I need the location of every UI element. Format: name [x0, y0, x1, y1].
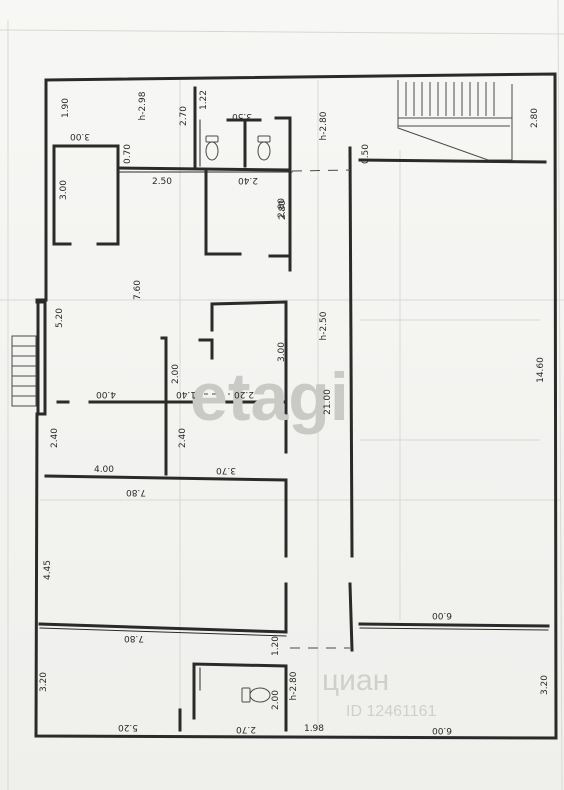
- dimension-label: h-2.50: [319, 311, 329, 340]
- dimension-label: 2.00: [171, 364, 181, 384]
- logo-text: циан: [322, 664, 389, 697]
- dimension-label: 3.20: [540, 675, 550, 695]
- interior-walls: [38, 86, 550, 732]
- dimension-label: 1.22: [199, 90, 209, 110]
- dimension-labels: 1.90 h-2.98 2.70 1.22 3.50 h-2.80 2.80 3…: [39, 90, 550, 735]
- dimension-label: 1.90: [61, 98, 71, 118]
- dimension-label: 4.00: [96, 389, 116, 399]
- dimension-label: 1.98: [304, 724, 324, 734]
- dimension-label: 6.00: [432, 610, 452, 620]
- toilet-icon: [241, 687, 271, 703]
- dimension-label: 2.40: [50, 428, 60, 448]
- dimension-label: 2.80: [530, 108, 540, 128]
- dimension-label: 21.00: [323, 389, 333, 415]
- dimension-label: 7.80: [124, 633, 144, 643]
- dimension-label: 3.50: [232, 111, 252, 121]
- dimension-label: 2.80: [278, 200, 288, 220]
- dimension-label: 5.20: [118, 722, 138, 732]
- dimension-label: 2.80: [277, 198, 287, 218]
- listing-id: ID 12461161: [346, 703, 437, 720]
- dimension-label: 2.40: [178, 428, 188, 448]
- dimension-label: 7.60: [133, 280, 143, 300]
- dimension-label: 2.70: [236, 724, 256, 734]
- door-openings: [196, 169, 351, 649]
- dimension-label: 3.00: [277, 342, 287, 362]
- dimension-label: 1.20: [271, 636, 281, 656]
- dimension-label: 7.80: [126, 487, 146, 497]
- dimension-label: 5.20: [55, 308, 65, 328]
- dimension-label: 1.40: [176, 389, 196, 399]
- watermark-text: etagi: [190, 359, 349, 435]
- outer-walls: [34, 72, 558, 740]
- dimension-label: 2.40: [238, 175, 258, 185]
- dimension-label: 2.50: [152, 177, 172, 187]
- toilet-icon: [205, 135, 219, 161]
- dimension-label: 2.70: [179, 106, 189, 126]
- dimension-label: 4.45: [43, 560, 53, 580]
- dimension-label: 0.50: [361, 144, 371, 164]
- dimension-label: 14.60: [536, 357, 546, 383]
- dimension-label: h-2.80: [289, 671, 299, 700]
- dimension-label: 3.00: [70, 131, 90, 141]
- dimension-label: 3.70: [216, 465, 236, 475]
- dimension-label: 3.00: [59, 180, 69, 200]
- dimension-label: 2.20: [234, 389, 254, 399]
- entrance-steps: [11, 335, 37, 407]
- dimension-label: 4.00: [94, 465, 114, 475]
- dimension-label: 6.00: [432, 725, 452, 735]
- toilet-icon: [257, 135, 271, 161]
- dimension-label: 2.00: [271, 690, 281, 710]
- dimension-label: h-2.80: [319, 111, 329, 140]
- dimension-label: 0.70: [123, 144, 133, 164]
- dimension-label: 3.20: [39, 672, 49, 692]
- dimension-label: h-2.98: [138, 91, 148, 120]
- staircase: [397, 80, 513, 161]
